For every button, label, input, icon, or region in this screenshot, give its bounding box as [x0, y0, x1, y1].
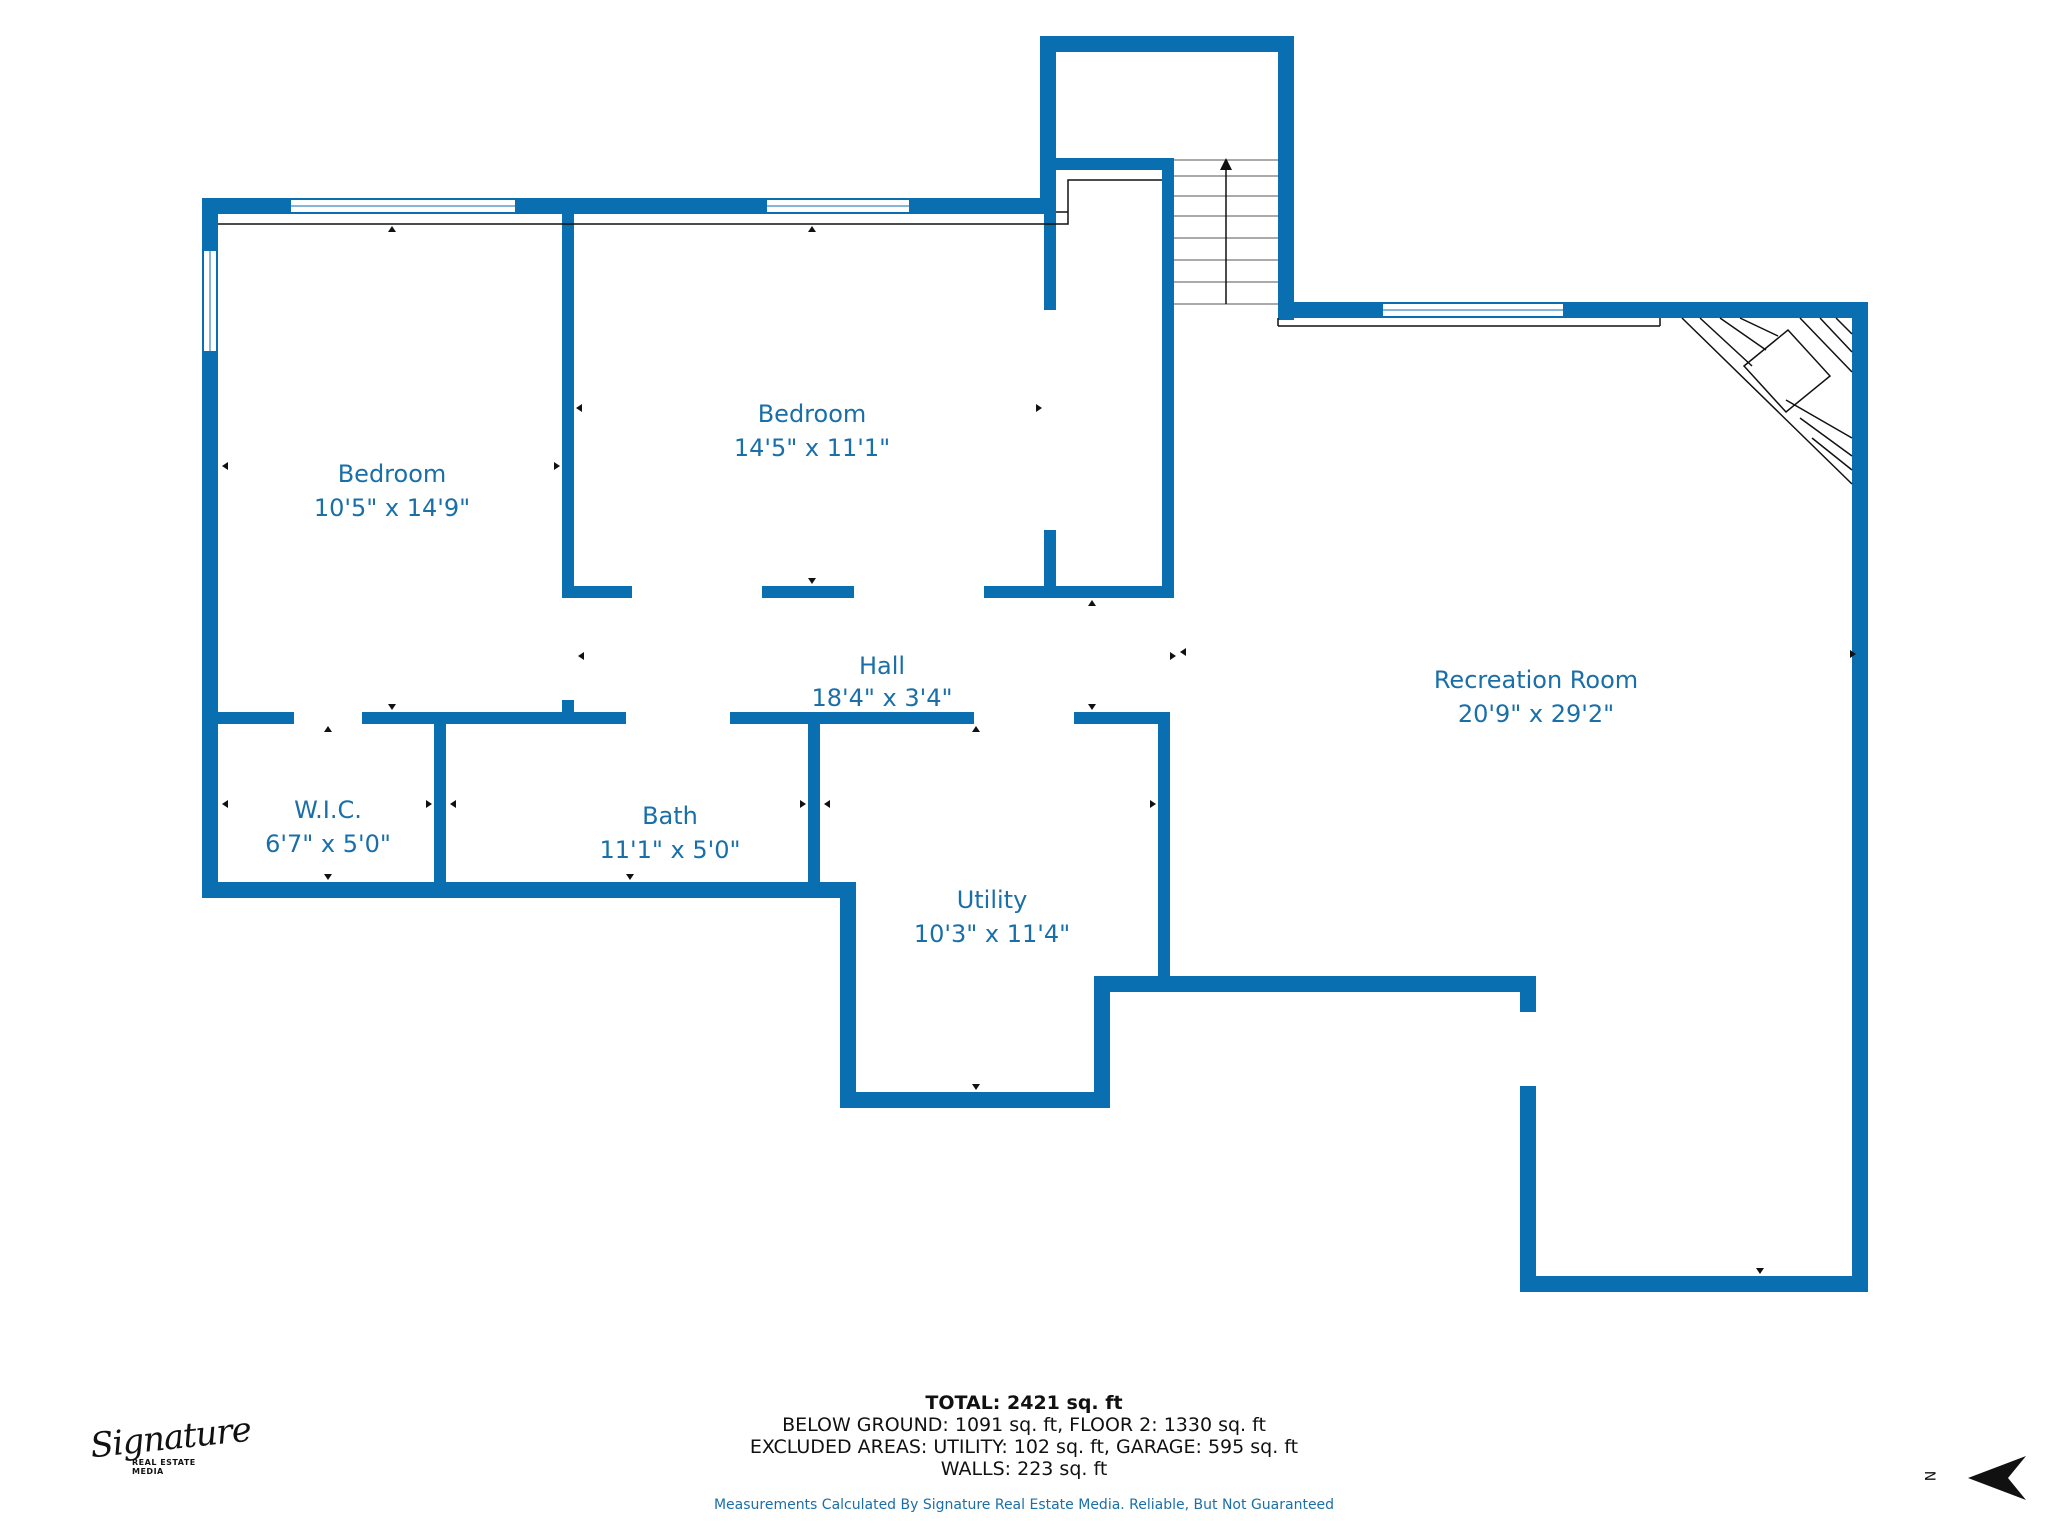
- room-dims: 14'5" x 11'1": [734, 434, 890, 462]
- area-line-3: WALLS: 223 sq. ft: [940, 1458, 1108, 1480]
- compass: N: [1918, 1448, 2028, 1508]
- thin-lines: [218, 179, 1661, 327]
- area-line-2: EXCLUDED AREAS: UTILITY: 102 sq. ft, GAR…: [749, 1436, 1299, 1458]
- room-name: Recreation Room: [1434, 666, 1638, 694]
- area-line-1: BELOW GROUND: 1091 sq. ft, FLOOR 2: 1330…: [782, 1414, 1266, 1436]
- stair-arrow-icon: [1220, 158, 1232, 170]
- window-panes: [209, 205, 1564, 352]
- area-summary: TOTAL: 2421 sq. ft BELOW GROUND: 1091 sq…: [0, 1392, 2048, 1480]
- corner-staircase: [1681, 317, 1853, 485]
- room-name: Hall: [859, 652, 905, 680]
- windows: [202, 198, 1565, 353]
- room-name: Utility: [957, 886, 1028, 914]
- north-arrow-icon: [1968, 1456, 2026, 1500]
- room-dims: 6'7" x 5'0": [265, 830, 391, 858]
- room-labels: Bedroom 10'5" x 14'9" Bedroom 14'5" x 11…: [265, 400, 1638, 948]
- disclaimer: Measurements Calculated By Signature Rea…: [713, 1497, 1335, 1513]
- dimension-markers: [222, 226, 1856, 1274]
- room-dims: 10'3" x 11'4": [914, 920, 1070, 948]
- room-name: Bath: [642, 802, 698, 830]
- room-name: W.I.C.: [294, 796, 362, 824]
- room-dims: 11'1" x 5'0": [599, 836, 740, 864]
- signature-logo: Signature REAL ESTATE MEDIA: [72, 1408, 252, 1480]
- total-area: TOTAL: 2421 sq. ft: [925, 1392, 1123, 1414]
- staircase: [1174, 159, 1278, 305]
- room-dims: 10'5" x 14'9": [314, 494, 470, 522]
- room-name: Bedroom: [338, 460, 447, 488]
- room-dims: 18'4" x 3'4": [811, 684, 952, 712]
- logo-subtitle: REAL ESTATE MEDIA: [132, 1458, 196, 1476]
- room-dims: 20'9" x 29'2": [1458, 700, 1614, 728]
- room-name: Bedroom: [758, 400, 867, 428]
